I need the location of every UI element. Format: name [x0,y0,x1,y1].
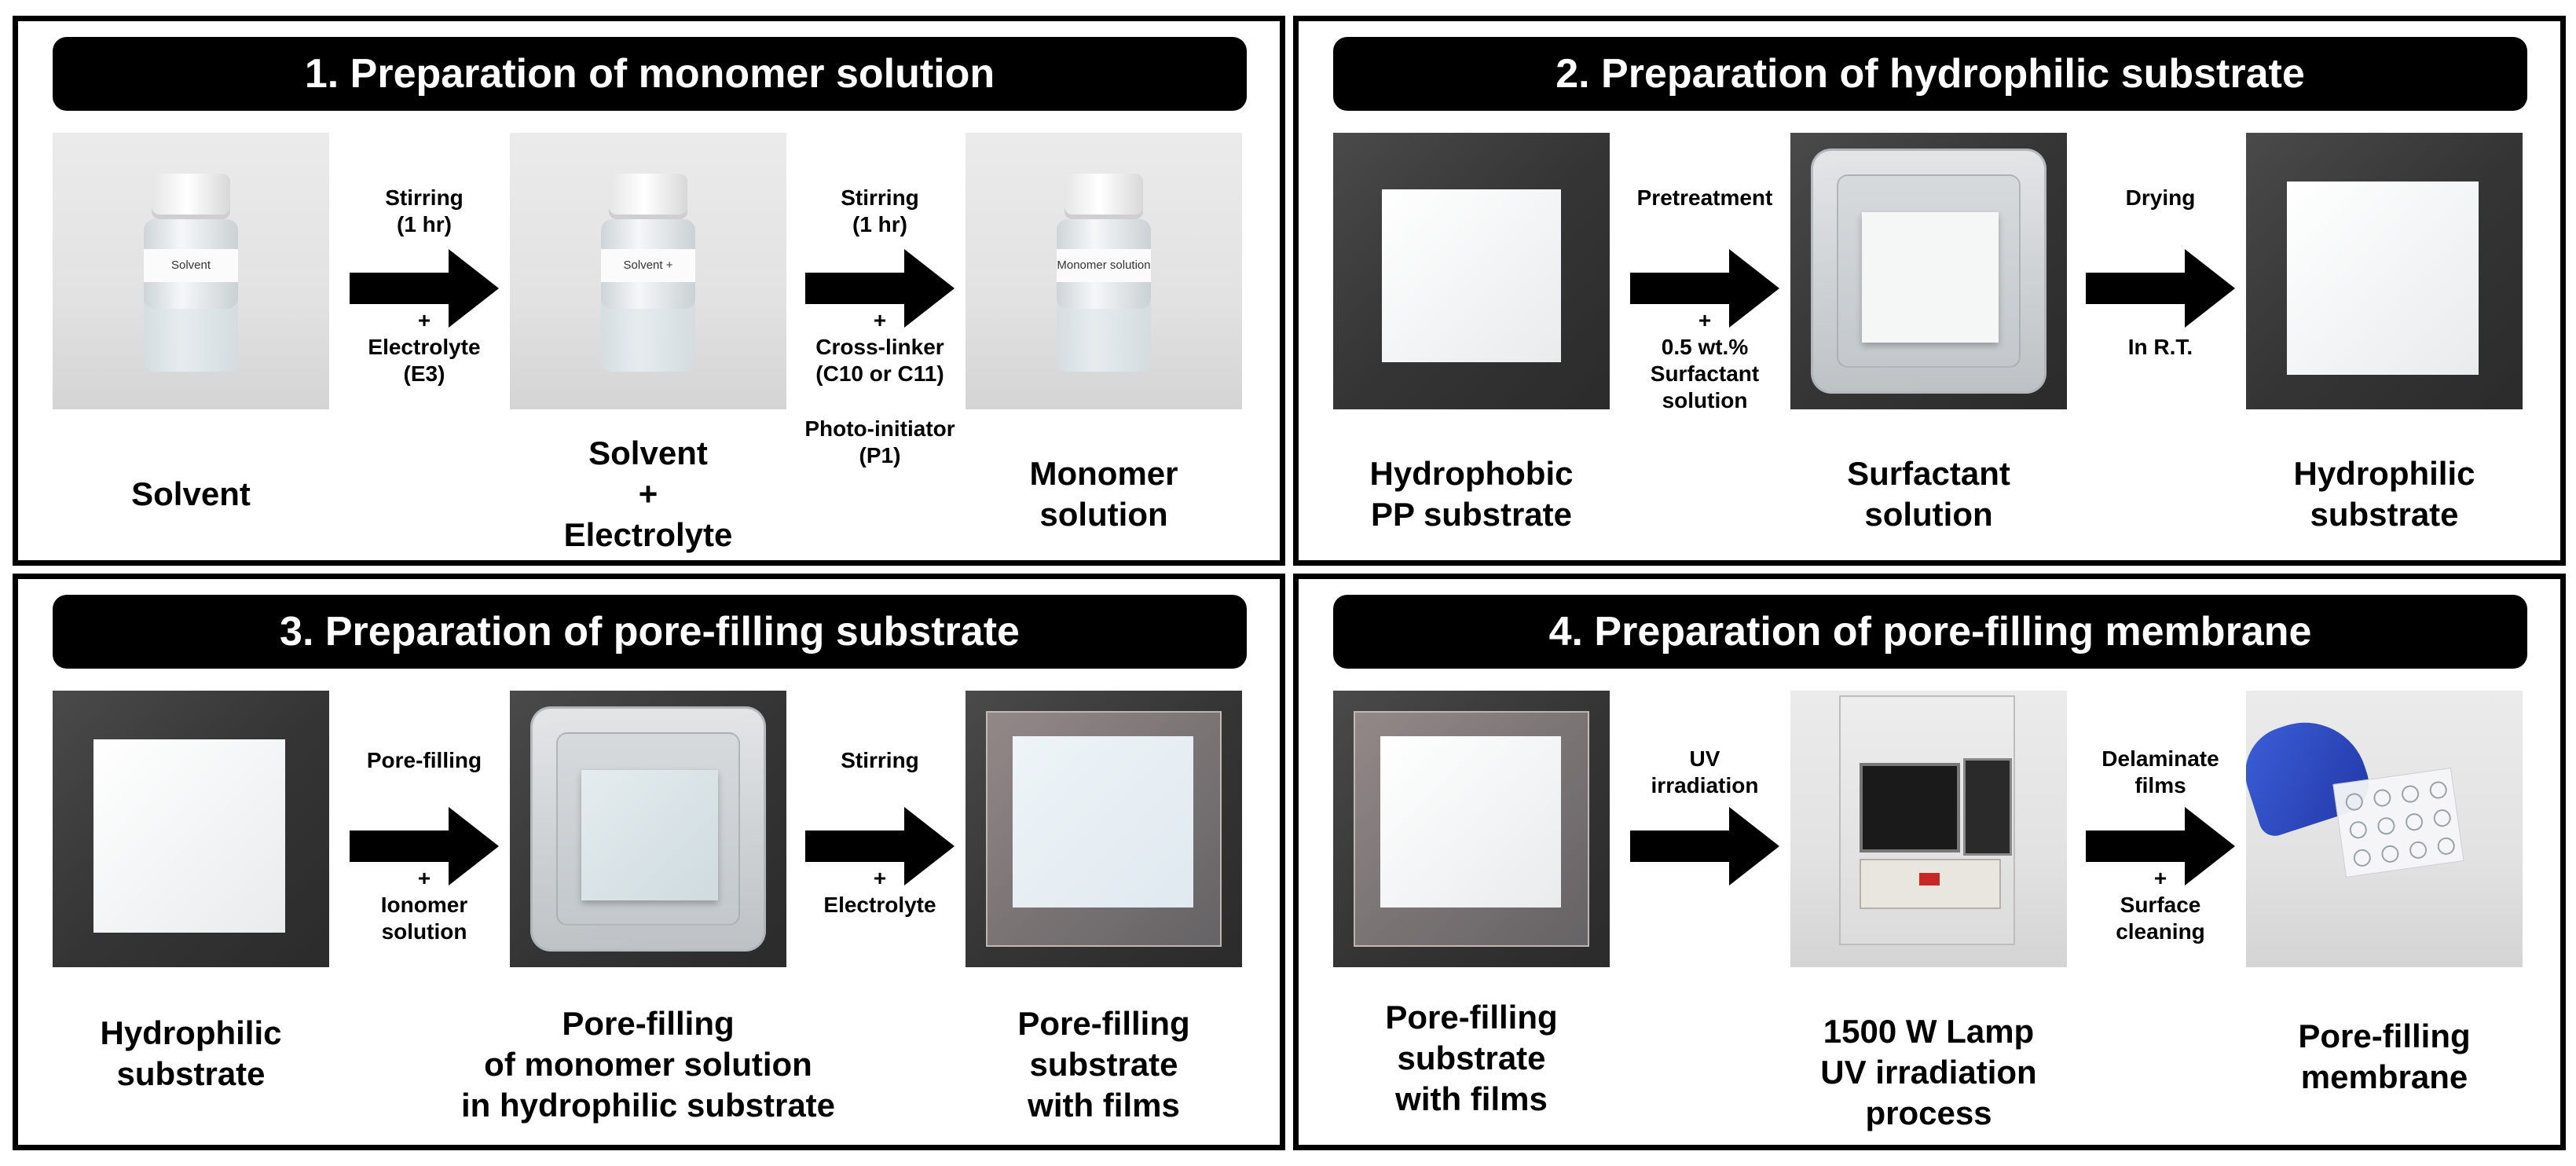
arrow-label-bottom: + Ionomer solution [380,866,468,944]
arrow-label-top: Pore-filling [366,748,482,772]
photo-monomer-bottle: Monomer solution [966,133,1242,409]
arrow-label-extra: Photo-initiator (P1) [804,416,955,468]
panel-title: 3. Preparation of pore-filling substrate [53,595,1247,669]
photo-surfactant-tray [1790,133,2067,409]
photo-solvent-electrolyte-bottle: Solvent + Electroly [510,133,786,409]
step-caption: Pore-filling substrate with films [1017,1005,1190,1124]
step-caption: Surfactant solution [1847,455,2010,533]
arrow-label-bottom: + 0.5 wt.% Surfactant solution [1650,308,1760,412]
step-caption: Monomer solution [1029,455,1178,533]
bottle-label: Solvent [144,249,238,282]
process-arrow-icon [1630,807,1779,886]
photo-substrate-with-films [1333,691,1610,967]
process-arrow-icon [1630,249,1779,328]
arrow-label-top: Drying [2125,185,2196,210]
panel-title: 2. Preparation of hydrophilic substrate [1333,37,2527,111]
arrow-label-top: UV irradiation [1651,746,1759,798]
photo-pp-substrate [1333,133,1610,409]
substrate-sheet [93,739,285,933]
panel-hydrophilic-substrate: 2. Preparation of hydrophilic substrate … [1293,16,2566,566]
process-arrow-icon [805,249,955,328]
membrane-sheet [2332,768,2464,878]
bottle-label: Monomer solution [1057,249,1151,282]
arrow-label-bottom: + Cross-linker (C10 or C11) [815,308,944,386]
tray-icon [530,706,766,952]
photo-hydrophilic-substrate [2246,133,2523,409]
process-arrow-icon [2086,807,2235,886]
step-caption: Solvent + Electrolyte [563,434,733,553]
filled-sheet [1380,736,1561,908]
photo-pore-filling-tray [510,691,786,967]
pp-sheet [1382,189,1561,362]
step-caption: Hydrophilic substrate [2293,455,2475,533]
process-arrow-icon [350,807,499,886]
step-caption: Hydrophobic PP substrate [1369,455,1574,533]
step-caption: Hydrophilic substrate [100,1014,282,1092]
photo-uv-lamp [1790,691,2067,967]
arrow-label-bottom: + Electrolyte [823,866,936,917]
substrate-sheet [2287,182,2479,375]
arrow-label-bottom: + Surface cleaning [2116,866,2205,944]
panel-title: 1. Preparation of monomer solution [53,37,1247,111]
panel-pore-filling-membrane: 4. Preparation of pore-filling membrane … [1293,574,2566,1150]
step-caption: Pore-filling membrane [2298,1018,2471,1095]
arrow-label-top: Pretreatment [1636,185,1773,210]
bottle-label: Solvent + Electroly [601,249,695,282]
process-arrow-icon [350,249,499,328]
process-arrow-icon [805,807,955,886]
photo-hydrophilic-substrate [53,691,329,967]
bottle-icon: Monomer solution [1057,174,1151,372]
photo-substrate-with-films [966,691,1242,967]
filled-sheet [1013,736,1193,908]
arrow-label-top: Stirring [841,748,919,772]
arrow-label-bottom: + Electrolyte (E3) [368,308,481,386]
uv-lamp-machine-icon [1839,695,2015,945]
bottle-icon: Solvent + Electroly [601,174,695,372]
panel-pore-filling-substrate: 3. Preparation of pore-filling substrate… [13,574,1285,1150]
step-caption: 1500 W Lamp UV irradiation process [1820,1013,2037,1131]
process-arrow-icon [2086,249,2235,328]
photo-solvent-bottle: Solvent [53,133,329,409]
step-caption: Solvent [131,475,251,512]
panel-title: 4. Preparation of pore-filling membrane [1333,595,2527,669]
panel-monomer-solution: 1. Preparation of monomer solution Solve… [13,16,1285,566]
step-caption: Pore-filling substrate with films [1385,999,1558,1117]
arrow-label-bottom: In R.T. [2127,335,2193,359]
arrow-label-top: Stirring (1 hr) [841,185,919,236]
arrow-label-top: Stirring (1 hr) [385,185,464,236]
photo-pore-filling-membrane [2246,691,2523,967]
bottle-icon: Solvent [144,174,238,372]
step-caption: Pore-filling of monomer solution in hydr… [460,1005,836,1124]
tray-icon [1811,148,2047,394]
arrow-label-top: Delaminate films [2101,746,2219,798]
